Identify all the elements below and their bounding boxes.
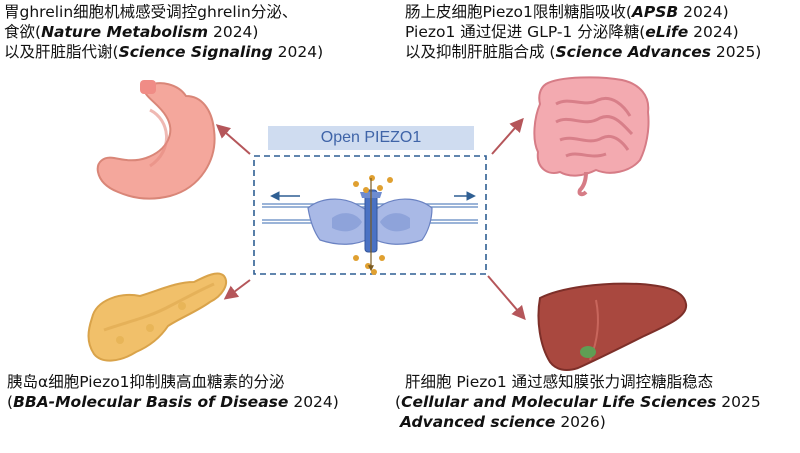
caption-year: 2026) — [555, 413, 606, 431]
liver-caption-line1: 肝细胞 Piezo1 通过感知膜张力调控糖脂稳态 — [405, 373, 714, 391]
caption-year: 2024) — [678, 3, 729, 21]
journal-name: Cellular and Molecular Life Sciences — [401, 393, 717, 411]
caption-text: 食欲( — [4, 23, 42, 41]
journal-name: Advanced science — [400, 413, 556, 431]
pancreas-caption: 胰岛α细胞Piezo1抑制胰高血糖素的分泌 (BBA-Molecular Bas… — [7, 372, 339, 412]
piezo1-channel — [307, 189, 433, 253]
stomach-illustration — [96, 80, 216, 200]
intestine-caption-line2: Piezo1 通过促进 GLP-1 分泌降糖(eLife 2024) — [405, 22, 761, 42]
intestine-caption-line3: 以及抑制肝脏脂合成 (Science Advances 2025) — [405, 42, 761, 62]
caption-year: 2024) — [208, 23, 259, 41]
journal-name: APSB — [631, 3, 679, 21]
journal-name: BBA-Molecular Basis of Disease — [13, 393, 289, 411]
caption-text: ( — [395, 393, 402, 411]
caption-year: 2024) — [288, 393, 339, 411]
open-piezo1-label: Open PIEZO1 — [268, 126, 474, 150]
arrow-to-pancreas — [223, 279, 251, 300]
journal-name: eLife — [645, 23, 689, 41]
stomach-caption-line1: 胃ghrelin细胞机械感受调控ghrelin分泌、 — [4, 3, 298, 21]
liver-caption-line2: (Cellular and Molecular Life Sciences 20… — [395, 392, 761, 412]
stomach-caption: 胃ghrelin细胞机械感受调控ghrelin分泌、 食欲(Nature Met… — [4, 2, 323, 62]
stomach-caption-line2: 食欲(Nature Metabolism 2024) — [4, 22, 323, 42]
liver-illustration — [537, 282, 688, 371]
caption-year: 2024) — [272, 43, 324, 61]
journal-name: Science Advances — [555, 43, 711, 61]
caption-year: 2025 — [716, 393, 761, 411]
liver-caption-line3: Advanced science 2026) — [395, 412, 761, 432]
stomach-caption-line3: 以及肝脏脂代谢(Science Signaling 2024) — [4, 42, 323, 62]
caption-year: 2024) — [688, 23, 739, 41]
caption-text: Piezo1 通过促进 GLP-1 分泌降糖( — [405, 23, 646, 41]
intestine-illustration — [533, 76, 650, 197]
caption-year: 2025) — [710, 43, 762, 61]
arrow-to-liver — [487, 275, 526, 321]
channel-frame — [253, 155, 487, 275]
caption-text: ( — [7, 393, 14, 411]
intestine-caption-line1: 肠上皮细胞Piezo1限制糖脂吸收(APSB 2024) — [405, 2, 761, 22]
pancreas-illustration — [87, 272, 228, 362]
pancreas-caption-line2: (BBA-Molecular Basis of Disease 2024) — [7, 392, 339, 412]
liver-caption: 肝细胞 Piezo1 通过感知膜张力调控糖脂稳态 (Cellular and M… — [395, 372, 761, 432]
pancreas-caption-line1: 胰岛α细胞Piezo1抑制胰高血糖素的分泌 — [7, 373, 285, 391]
caption-text: 以及肝脏脂代谢( — [4, 43, 119, 61]
arrow-to-intestine — [491, 117, 524, 155]
journal-name: Nature Metabolism — [41, 23, 209, 41]
arrow-to-stomach — [215, 124, 251, 155]
caption-text: 以及抑制肝脏脂合成 ( — [405, 43, 556, 61]
connector-arrows — [215, 117, 526, 321]
caption-text: 肠上皮细胞Piezo1限制糖脂吸收( — [405, 3, 632, 21]
journal-name: Science Signaling — [118, 43, 273, 61]
intestine-caption: 肠上皮细胞Piezo1限制糖脂吸收(APSB 2024) Piezo1 通过促进… — [405, 2, 761, 62]
